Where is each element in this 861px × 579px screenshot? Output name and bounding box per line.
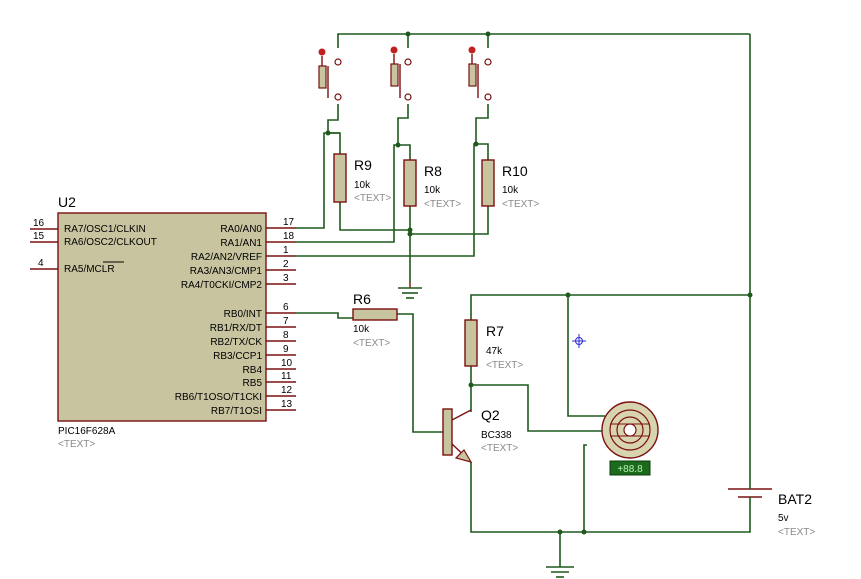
mcu-right-pins	[266, 227, 296, 411]
dc-motor[interactable]: +88.8	[601, 401, 659, 476]
mcu-pin-label-ra2: RA2/AN2/VREF	[191, 252, 262, 263]
mcu-pin-num-3: 3	[283, 273, 289, 284]
r8-text: <TEXT>	[424, 199, 461, 210]
pushbutton-1[interactable]	[318, 48, 342, 101]
resistor-r9[interactable]: R9 10k <TEXT>	[333, 153, 391, 204]
mcu-pin-label-ra7: RA7/OSC1/CLKIN	[64, 224, 146, 235]
mcu-pin-num-7: 7	[283, 316, 289, 327]
mcu-pin-num-2: 2	[283, 259, 289, 270]
resistor-r6[interactable]: R6 10k <TEXT>	[352, 291, 398, 349]
r6-text: <TEXT>	[353, 338, 390, 349]
r7-value: 47k	[486, 346, 503, 357]
mcu-pin-num-6: 6	[283, 302, 289, 313]
q2-ref: Q2	[481, 407, 500, 423]
r9-ref: R9	[354, 157, 372, 173]
mcu-pin-label-rb4: RB4	[243, 365, 263, 376]
junction-dots	[325, 31, 753, 535]
mcu-pin-num-4: 4	[38, 258, 44, 269]
mcu-text-placeholder: <TEXT>	[58, 439, 95, 450]
mcu-pin-num-11: 11	[281, 371, 292, 382]
mcu-part: PIC16F628A	[58, 426, 116, 437]
r10-value: 10k	[502, 185, 519, 196]
pushbutton-2[interactable]	[390, 46, 412, 101]
mcu-pin-num-13: 13	[281, 399, 293, 410]
r8-value: 10k	[424, 185, 441, 196]
mcu-pin-label-ra4: RA4/T0CKI/CMP2	[181, 280, 263, 291]
bat2-text: <TEXT>	[778, 527, 815, 538]
ground-symbol-1	[398, 282, 422, 299]
mcu-ref: U2	[58, 194, 76, 210]
r9-value: 10k	[354, 180, 371, 191]
pushbutton-3[interactable]	[468, 46, 492, 101]
r9-text: <TEXT>	[354, 193, 391, 204]
wires	[296, 33, 751, 567]
mcu-pin-label-ra5: RA5/MCLR	[64, 264, 115, 275]
mcu-pin-label-ra3: RA3/AN3/CMP1	[190, 266, 263, 277]
q2-part: BC338	[481, 430, 512, 441]
mcu-pin-num-12: 12	[281, 385, 293, 396]
mcu-pin-label-rb2: RB2/TX/CK	[210, 337, 262, 348]
r10-ref: R10	[502, 163, 528, 179]
resistor-r7[interactable]: R7 47k <TEXT>	[464, 319, 523, 371]
mcu-pin-num-1: 1	[283, 245, 289, 256]
r7-ref: R7	[486, 323, 504, 339]
mcu-pin-num-17: 17	[283, 217, 295, 228]
mcu-pin-label-ra0: RA0/AN0	[220, 224, 262, 235]
motor-readout-text: +88.8	[617, 464, 643, 475]
battery-bat2[interactable]: BAT2 5v <TEXT>	[728, 487, 815, 538]
mcu-pin-label-ra6: RA6/OSC2/CLKOUT	[64, 237, 157, 248]
mcu-pin-num-8: 8	[283, 330, 289, 341]
mcu-pin-num-10: 10	[281, 358, 293, 369]
resistor-r8[interactable]: R8 10k <TEXT>	[403, 159, 461, 210]
mcu-pin-label-rb5: RB5	[243, 378, 263, 389]
mcu-pin-label-rb3: RB3/CCP1	[213, 351, 262, 362]
bat2-ref: BAT2	[778, 491, 812, 507]
ground-symbol-2	[546, 566, 574, 578]
r8-ref: R8	[424, 163, 442, 179]
transistor-q2[interactable]: Q2 BC338 <TEXT>	[442, 407, 518, 463]
mcu-pin-label-rb6: RB6/T1OSO/T1CKI	[175, 392, 262, 403]
mcu-u2[interactable]: U2 PIC16F628A <TEXT> 16 15 4 RA7/OSC1/CL…	[30, 194, 296, 450]
q2-text: <TEXT>	[481, 443, 518, 454]
mcu-pin-label-rb1: RB1/RX/DT	[210, 323, 262, 334]
mcu-pin-num-16: 16	[33, 218, 45, 229]
resistor-r10[interactable]: R10 10k <TEXT>	[481, 159, 539, 210]
motor-readout	[609, 460, 651, 476]
r10-text: <TEXT>	[502, 199, 539, 210]
r6-ref: R6	[353, 291, 371, 307]
r6-value: 10k	[353, 324, 370, 335]
crosshair-marker	[572, 334, 586, 348]
mcu-body[interactable]	[57, 212, 267, 422]
mcu-pin-label-ra1: RA1/AN1	[220, 238, 262, 249]
r7-text: <TEXT>	[486, 360, 523, 371]
bat2-value: 5v	[778, 513, 789, 524]
mcu-pin-num-15: 15	[33, 231, 45, 242]
mcu-pin-label-rb0: RB0/INT	[224, 309, 262, 320]
mcu-pin-num-18: 18	[283, 231, 295, 242]
mcu-pin-num-9: 9	[283, 344, 289, 355]
mcu-pin-label-rb7: RB7/T1OSI	[211, 406, 262, 417]
